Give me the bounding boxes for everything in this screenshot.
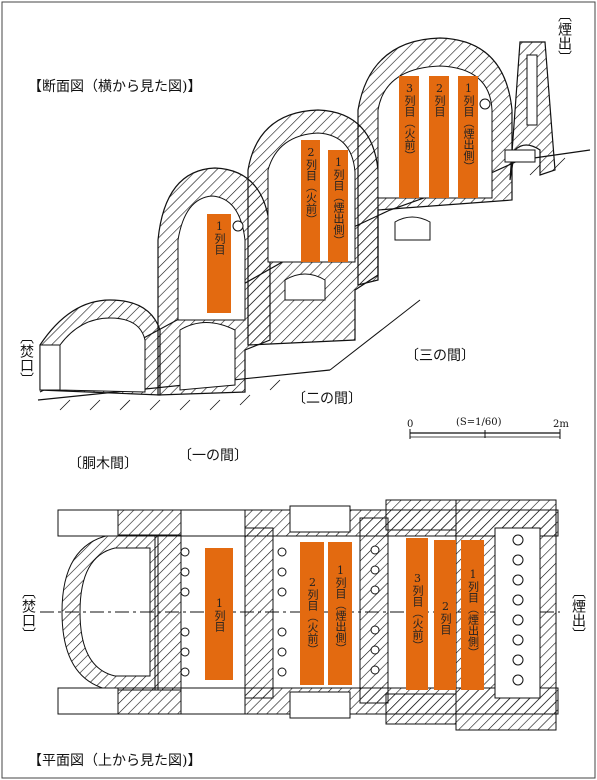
rack-section-ch2-row2: 2列目（火前） bbox=[301, 140, 320, 262]
rack-plan-ch3-row2: 2列目 bbox=[434, 540, 456, 690]
rack-plan-ch2-row1: 1列目（煙出側） bbox=[328, 542, 352, 685]
scale-zero: 0 bbox=[407, 419, 414, 430]
rack-plan-ch3-row1: 1列目（煙出側） bbox=[461, 540, 484, 690]
room-second: 〔二の間〕 bbox=[292, 391, 362, 407]
chimney-label-plan: 〔煙出〕 bbox=[570, 585, 586, 641]
chimney-label-top: 〔煙出〕 bbox=[556, 8, 572, 64]
rack-plan-ch2-row2: 2列目（火前） bbox=[300, 542, 324, 685]
rack-section-ch3-row1: 1列目（煙出側） bbox=[458, 76, 478, 198]
scale-ratio: (S=1/60) bbox=[456, 417, 502, 428]
firebox-label-top: 〔焚口〕 bbox=[18, 330, 34, 386]
scale-end: 2m bbox=[553, 419, 569, 430]
room-third: 〔三の間〕 bbox=[405, 348, 475, 364]
rack-plan-ch3-row3: 3列目（火前） bbox=[406, 538, 428, 690]
section-title: 【断面図（横から見た図)】 bbox=[28, 79, 202, 95]
room-dougi: 〔胴木間〕 bbox=[68, 456, 138, 472]
scale-bar bbox=[409, 429, 561, 439]
rack-plan-ch1-row1: 1列目 bbox=[205, 548, 233, 680]
plan-title: 【平面図（上から見た図)】 bbox=[28, 753, 202, 769]
rack-section-ch1-row1: 1列目 bbox=[207, 214, 231, 313]
firebox-label-plan: 〔焚口〕 bbox=[20, 585, 36, 641]
rack-section-ch3-row3: 3列目（火前） bbox=[399, 76, 419, 198]
rack-section-ch3-row2: 2列目 bbox=[429, 76, 449, 198]
rack-section-ch2-row1: 1列目（煙出側） bbox=[328, 150, 348, 262]
room-first: 〔一の間〕 bbox=[178, 448, 248, 464]
